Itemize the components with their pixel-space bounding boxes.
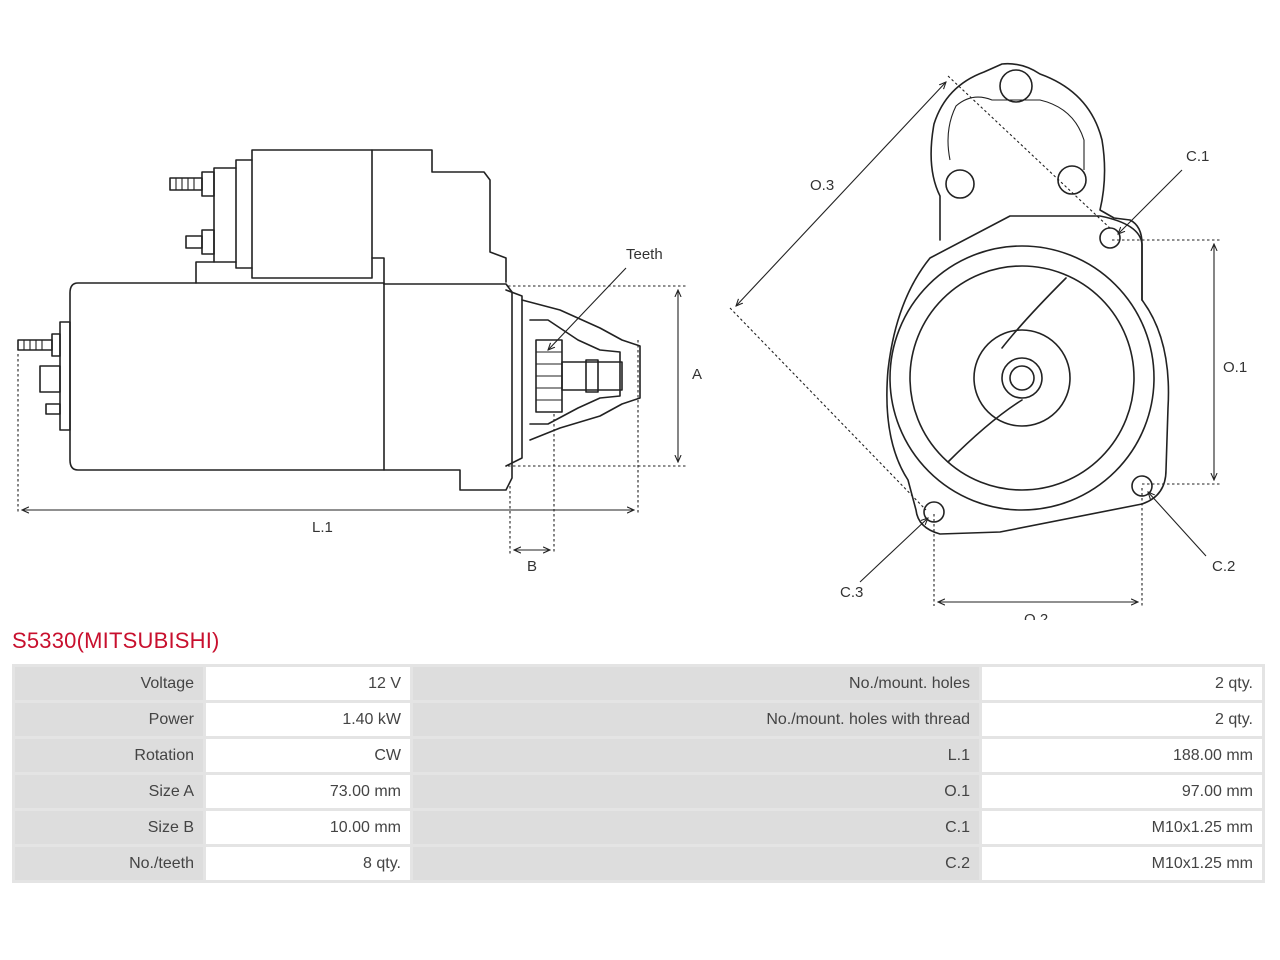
solenoid-body: [251, 149, 373, 279]
spec-value: M10x1.25 mm: [982, 847, 1262, 880]
spec-value: 2 qty.: [982, 703, 1262, 736]
spec-label: No./teeth: [15, 847, 203, 880]
spec-value: 12 V: [206, 667, 410, 700]
spec-label: O.1: [413, 775, 979, 808]
spec-label: Power: [15, 703, 203, 736]
spec-value: 8 qty.: [206, 847, 410, 880]
label-c2: C.2: [1212, 558, 1235, 575]
motor-body: [69, 282, 385, 471]
spec-value: 1.40 kW: [206, 703, 410, 736]
spec-label: C.2: [413, 847, 979, 880]
label-o2: O.2: [1024, 611, 1048, 620]
mounting-bracket: [930, 62, 1143, 301]
spec-value: 10.00 mm: [206, 811, 410, 844]
hole-c2: [1131, 475, 1153, 497]
spec-label: No./mount. holes with thread: [413, 703, 979, 736]
label-c1: C.1: [1186, 148, 1209, 165]
label-b: B: [527, 558, 537, 575]
label-o3: O.3: [810, 177, 834, 194]
hole-c3: [923, 501, 945, 523]
spec-value: 188.00 mm: [982, 739, 1262, 772]
spec-value: M10x1.25 mm: [982, 811, 1262, 844]
spec-value: 97.00 mm: [982, 775, 1262, 808]
spec-label: C.1: [413, 811, 979, 844]
spec-value: CW: [206, 739, 410, 772]
spec-label: No./mount. holes: [413, 667, 979, 700]
spec-label: L.1: [413, 739, 979, 772]
spec-label: Size A: [15, 775, 203, 808]
spec-label: Rotation: [15, 739, 203, 772]
label-l1: L.1: [312, 519, 333, 536]
spec-label: Voltage: [15, 667, 203, 700]
spec-label: Size B: [15, 811, 203, 844]
spec-value: 73.00 mm: [206, 775, 410, 808]
flange: [886, 215, 1170, 535]
hole-c1: [1099, 227, 1121, 249]
part-title: S5330(MITSUBISHI): [12, 628, 220, 653]
label-c3: C.3: [840, 584, 863, 601]
starter-motor-drawing: Teeth A L.1 B O.3 C.1 O.1 C.2 C.3 O.2: [17, 62, 1247, 620]
label-o1: O.1: [1223, 359, 1247, 376]
front-view: [729, 62, 1220, 606]
label-teeth: Teeth: [626, 246, 663, 263]
nose-outer: [889, 245, 1155, 511]
side-view: [17, 149, 686, 554]
label-a: A: [692, 366, 702, 383]
spec-value: 2 qty.: [982, 667, 1262, 700]
